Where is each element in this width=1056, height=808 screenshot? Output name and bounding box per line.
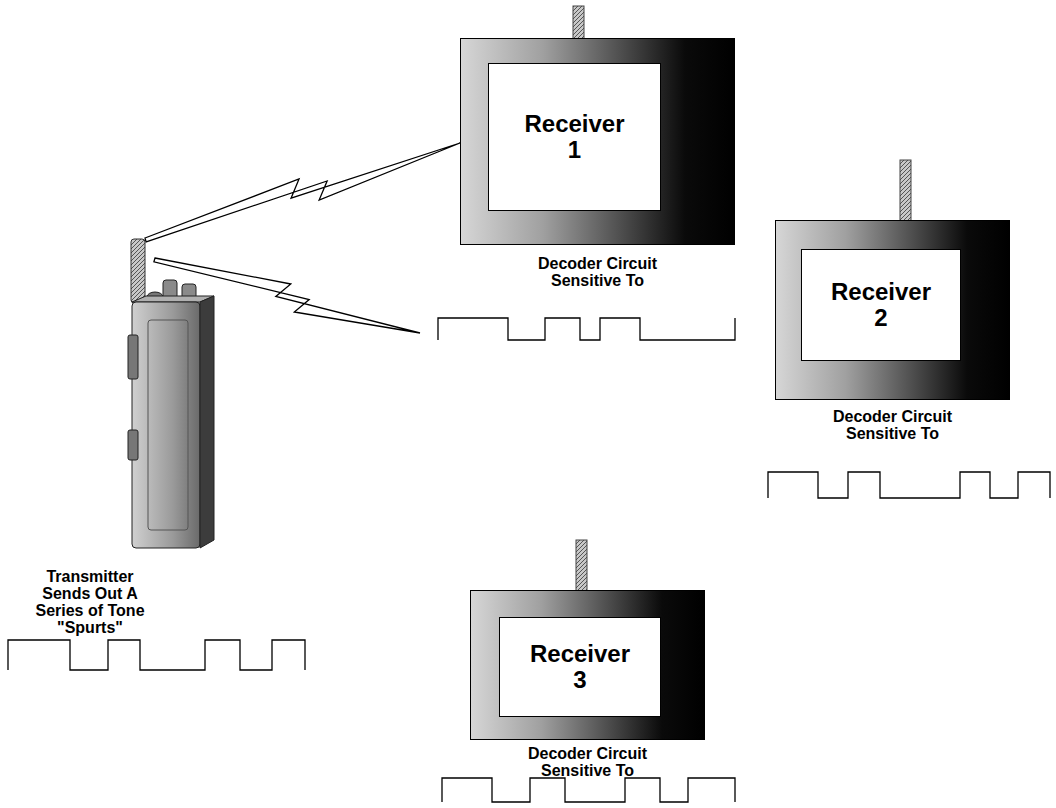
- antenna: [576, 540, 587, 591]
- caption-text: Decoder Circuit Sensitive To: [508, 745, 668, 779]
- caption-text: Transmitter Sends Out A Series of Tone "…: [25, 568, 155, 636]
- radio-body: [132, 302, 200, 548]
- antenna: [573, 6, 584, 39]
- transmitter-unit: Transmitter Sends Out A Series of Tone "…: [25, 238, 215, 636]
- caption-text: Decoder Circuit Sensitive To: [518, 255, 678, 289]
- receiver-panel: Receiver 2: [801, 249, 961, 361]
- radio-antenna: [131, 239, 145, 303]
- radio-button: [128, 335, 138, 379]
- receiver-label: Receiver 2: [825, 279, 937, 331]
- radio-wave-bolt: [145, 143, 460, 242]
- tone-waveform: [8, 640, 305, 670]
- antenna: [900, 160, 911, 221]
- receiver-housing: Receiver 3: [470, 590, 705, 740]
- receiver-housing: Receiver 1: [460, 38, 735, 245]
- receiver-unit: Receiver 2 Decoder Circuit Sensitive To: [775, 220, 1010, 442]
- receiver-unit: Receiver 3 Decoder Circuit Sensitive To: [470, 590, 705, 779]
- caption-block: Decoder Circuit Sensitive To: [775, 408, 1010, 442]
- caption-block: Decoder Circuit Sensitive To: [470, 745, 705, 779]
- tone-waveform: [768, 472, 1050, 498]
- receiver-housing: Receiver 2: [775, 220, 1010, 400]
- caption-block: Transmitter Sends Out A Series of Tone "…: [25, 568, 215, 636]
- radio-wave-bolt: [154, 258, 420, 333]
- tone-waveform: [438, 318, 735, 340]
- tone-waveform: [442, 778, 735, 802]
- radio-button: [128, 430, 138, 460]
- radio-side: [200, 296, 214, 548]
- caption-text: Decoder Circuit Sensitive To: [813, 408, 973, 442]
- caption-block: Decoder Circuit Sensitive To: [460, 255, 735, 289]
- receiver-panel: Receiver 3: [499, 617, 661, 717]
- radio-panel: [148, 320, 188, 530]
- receiver-panel: Receiver 1: [488, 63, 661, 211]
- handheld-radio: [128, 239, 214, 548]
- receiver-label: Receiver 1: [519, 111, 631, 163]
- receiver-label: Receiver 3: [524, 641, 636, 693]
- receiver-unit: Receiver 1 Decoder Circuit Sensitive To: [460, 38, 735, 289]
